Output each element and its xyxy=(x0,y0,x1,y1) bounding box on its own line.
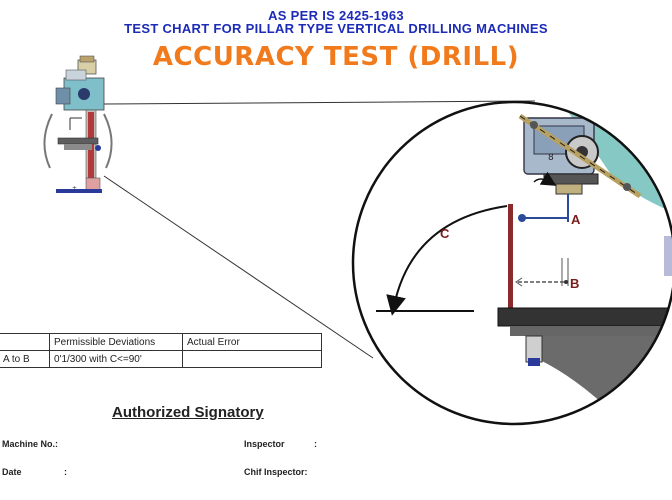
inspector-label: Inspector xyxy=(244,439,285,449)
table-header-cell: Permissible Deviations xyxy=(49,333,183,351)
page-title: ACCURACY TEST (DRILL) xyxy=(152,42,520,72)
machine-no-label: Machine No.: xyxy=(2,439,59,449)
label-b: B xyxy=(570,276,579,291)
date-colon: : xyxy=(64,467,67,477)
chief-inspector-label: Chif Inspector: xyxy=(244,467,308,477)
svg-text:8: 8 xyxy=(548,153,554,163)
table-header-row: Permissible Deviations Actual Error xyxy=(0,333,322,351)
machine-thumbnail: + xyxy=(43,55,113,193)
zoom-connector-bottom xyxy=(103,175,374,359)
standard-reference: AS PER IS 2425-1963 xyxy=(268,8,404,23)
table-cell: A to B xyxy=(0,350,50,368)
date-label: Date xyxy=(2,467,22,477)
table-header-cell xyxy=(0,333,50,351)
deviation-table: Permissible Deviations Actual Error A to… xyxy=(0,333,322,368)
svg-text:+: + xyxy=(72,185,77,192)
label-a: A xyxy=(571,212,581,227)
table-row: A to B 0'1/300 with C<=90' xyxy=(0,350,322,368)
zoom-connector-top xyxy=(103,100,536,105)
table-cell: 0'1/300 with C<=90' xyxy=(49,350,183,368)
signatory-title: Authorized Signatory xyxy=(112,404,264,421)
label-c: C xyxy=(440,226,450,241)
table-header-cell: Actual Error xyxy=(182,333,322,351)
table-cell xyxy=(182,350,322,368)
inspector-colon: : xyxy=(314,439,317,449)
zoom-circle xyxy=(351,100,672,426)
chart-subtitle: TEST CHART FOR PILLAR TYPE VERTICAL DRIL… xyxy=(124,21,548,36)
